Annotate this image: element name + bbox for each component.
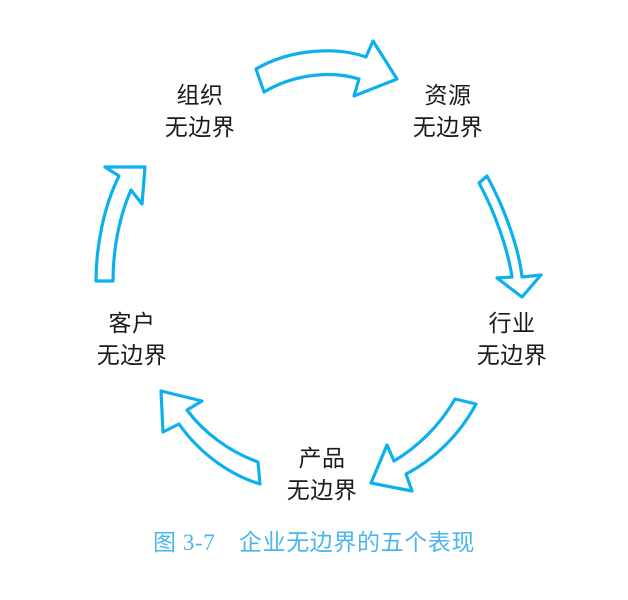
cycle-node-industry: 行业 无边界 [442,308,582,371]
cycle-node-product-line1: 产品 [298,446,346,471]
cycle-node-resource-line1: 资源 [424,83,472,108]
cycle-node-customer-line2: 无边界 [96,342,168,368]
cycle-node-industry-line2: 无边界 [476,342,548,368]
figure-caption: 图 3-7 企业无边界的五个表现 [152,530,475,555]
arrow-industry-to-product-icon [369,397,478,493]
cycle-node-customer-line1: 客户 [108,311,156,336]
cycle-node-product-line2: 无边界 [286,477,358,503]
arrow-organization-to-resource-icon [254,39,399,98]
cycle-node-industry-line1: 行业 [488,311,536,336]
arrow-customer-to-organization-icon [94,165,147,283]
cycle-node-organization-line2: 无边界 [164,114,236,140]
cycle-node-resource-line2: 无边界 [412,114,484,140]
arrow-product-to-customer-icon [159,389,262,486]
cycle-node-organization: 组织 无边界 [120,80,280,143]
cycle-node-resource: 资源 无边界 [368,80,528,143]
cycle-node-product: 产品 无边界 [252,443,392,506]
arrow-resource-to-industry-icon [477,174,543,299]
cycle-node-organization-line1: 组织 [176,83,224,108]
cycle-node-customer: 客户 无边界 [62,308,202,371]
